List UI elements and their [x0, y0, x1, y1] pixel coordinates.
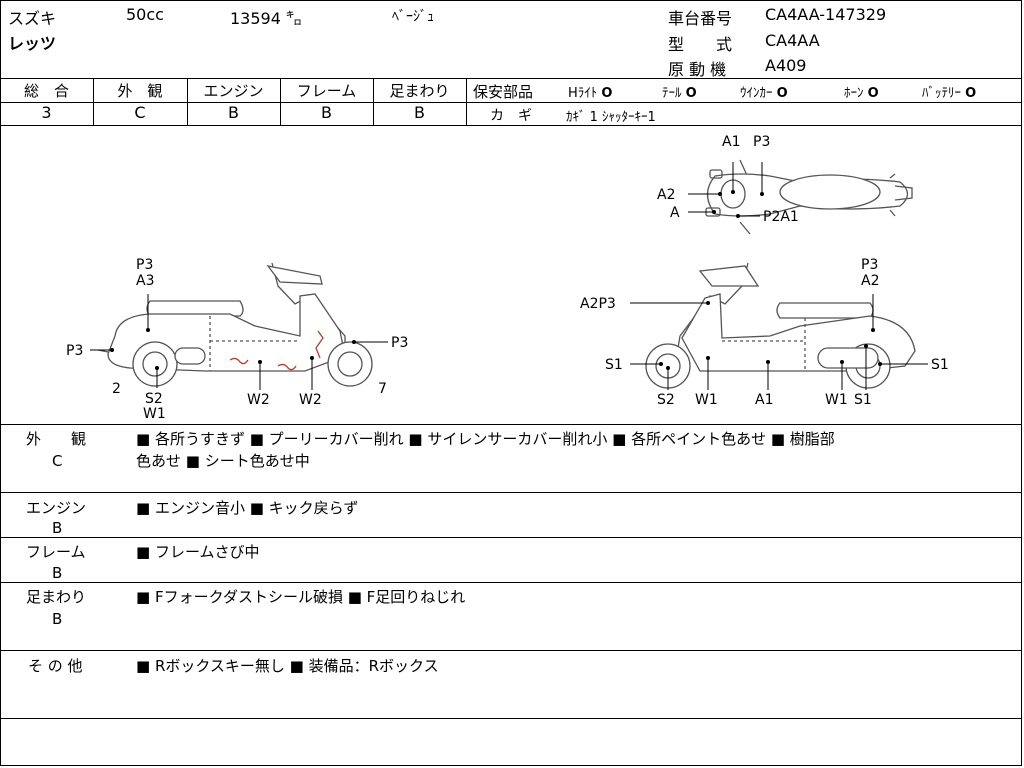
safety-label: 保安部品 [473, 83, 534, 101]
diagram-label: A2 [861, 273, 879, 289]
note-text-engine: ■ エンジン音小 ■ キック戻らず [136, 499, 359, 517]
displacement: 50cc [126, 5, 164, 24]
note-grade-exterior: C [52, 452, 63, 470]
safety-item-headlight: Hﾗｲﾄ O [568, 86, 613, 101]
divider [0, 582, 1022, 583]
diagram-label: P3 [136, 257, 153, 273]
engine-value: A409 [765, 56, 807, 75]
diagram-label: W1 [143, 406, 166, 422]
scooter-left-view [97, 262, 373, 387]
damage-marks [229, 330, 324, 371]
note-label-suspension: 足まわり [26, 588, 87, 606]
diagram-label: W1 [695, 392, 718, 408]
note-grade-suspension: B [52, 610, 63, 628]
diagram-label: S2 [145, 391, 163, 407]
note-label-other: そ の 他 [28, 657, 83, 675]
type-label: 型 式 [668, 35, 733, 54]
diagram-label: 7 [378, 381, 387, 397]
scooter-top-view [705, 159, 913, 235]
safety-item-tail: ﾃｰﾙ O [662, 86, 697, 101]
note-grade-engine: B [52, 519, 63, 537]
diagram-label: A1 [722, 134, 740, 150]
model-name: レッツ [8, 34, 57, 53]
frame-number-label: 車台番号 [668, 9, 733, 28]
frame-number: CA4AA-147329 [765, 5, 887, 24]
maker: スズキ [8, 9, 57, 28]
diagram-label: A [670, 205, 680, 221]
grade-exterior-label: 外 観 [117, 82, 163, 100]
note-label-frame: フレーム [26, 543, 86, 561]
diagram-label: P3 [753, 134, 770, 150]
note-text-other: ■ Rボックスキー無し ■ 装備品：Rボックス [136, 657, 439, 675]
divider [373, 78, 374, 125]
divider [466, 102, 1022, 103]
mileage: 13594 ㌔ [230, 9, 302, 28]
note-text-frame: ■ フレームさび中 [136, 543, 260, 561]
divider [0, 78, 1022, 79]
diagram-label: A2P3 [580, 296, 616, 312]
diagram-label: W2 [299, 392, 322, 408]
divider [280, 78, 281, 125]
diagram-label: P2A1 [763, 209, 799, 225]
color: ﾍﾞｰｼﾞｭ [392, 9, 434, 25]
diagram-label: S1 [605, 357, 623, 373]
diagram-label: A2 [657, 187, 675, 203]
safety-item-battery: ﾊﾞｯﾃﾘｰ O [922, 86, 977, 101]
scooter-diagram: A1 P3 A2 A P2A1 P3 A3 P3 P3 2 7 S2 W1 W2… [66, 134, 949, 422]
grade-exterior-value: C [134, 103, 146, 122]
grade-total-value: 3 [41, 103, 52, 122]
note-text-exterior-1: ■ 各所うすきず ■ プーリーカバー削れ ■ サイレンサーカバー削れ小 ■ 各所… [136, 430, 835, 448]
diagram-label: S1 [854, 392, 872, 408]
diagram-label: A3 [136, 273, 154, 289]
key-value: ｶｷﾞ 1 ｼｬｯﾀｰｷｰ1 [566, 110, 656, 125]
key-label: カ ギ [490, 108, 532, 124]
note-text-exterior-2: 色あせ ■ シート色あせ中 [136, 452, 310, 470]
grade-suspension-value: B [414, 103, 425, 122]
note-label-exterior: 外 観 [26, 430, 87, 448]
divider [0, 492, 1022, 493]
engine-label: 原 動 機 [668, 60, 727, 79]
grade-total-label: 総 合 [23, 82, 69, 100]
divider [0, 537, 1022, 538]
divider [93, 78, 94, 125]
divider [466, 78, 467, 125]
safety-item-horn: ﾎｰﾝ O [844, 86, 879, 101]
diagram-label: S1 [931, 357, 949, 373]
divider [0, 125, 1022, 126]
note-label-engine: エンジン [26, 499, 87, 517]
diagram-label: W2 [247, 392, 270, 408]
diagram-label: P3 [391, 335, 408, 351]
grade-engine-value: B [228, 103, 239, 122]
grade-frame-label: フレーム [296, 82, 357, 100]
note-text-suspension: ■ Fフォークダストシール破損 ■ F足回りねじれ [136, 588, 466, 606]
divider [0, 424, 1022, 425]
grade-engine-label: エンジン [203, 82, 264, 100]
divider [0, 650, 1022, 651]
diagram-label: P3 [66, 343, 83, 359]
grade-frame-value: B [321, 103, 332, 122]
divider [0, 718, 1022, 719]
diagram-label: 2 [112, 381, 121, 397]
divider [0, 102, 466, 103]
divider [187, 78, 188, 125]
diagram-label: W1 [825, 392, 848, 408]
diagram-label: A1 [755, 392, 773, 408]
diagram-label: S2 [657, 392, 675, 408]
safety-item-winker: ｳｲﾝｶｰ O [740, 86, 788, 101]
grade-suspension-label: 足まわり [389, 82, 450, 100]
note-grade-frame: B [52, 564, 63, 582]
diagram-label: P3 [861, 257, 878, 273]
type-value: CA4AA [765, 31, 820, 50]
